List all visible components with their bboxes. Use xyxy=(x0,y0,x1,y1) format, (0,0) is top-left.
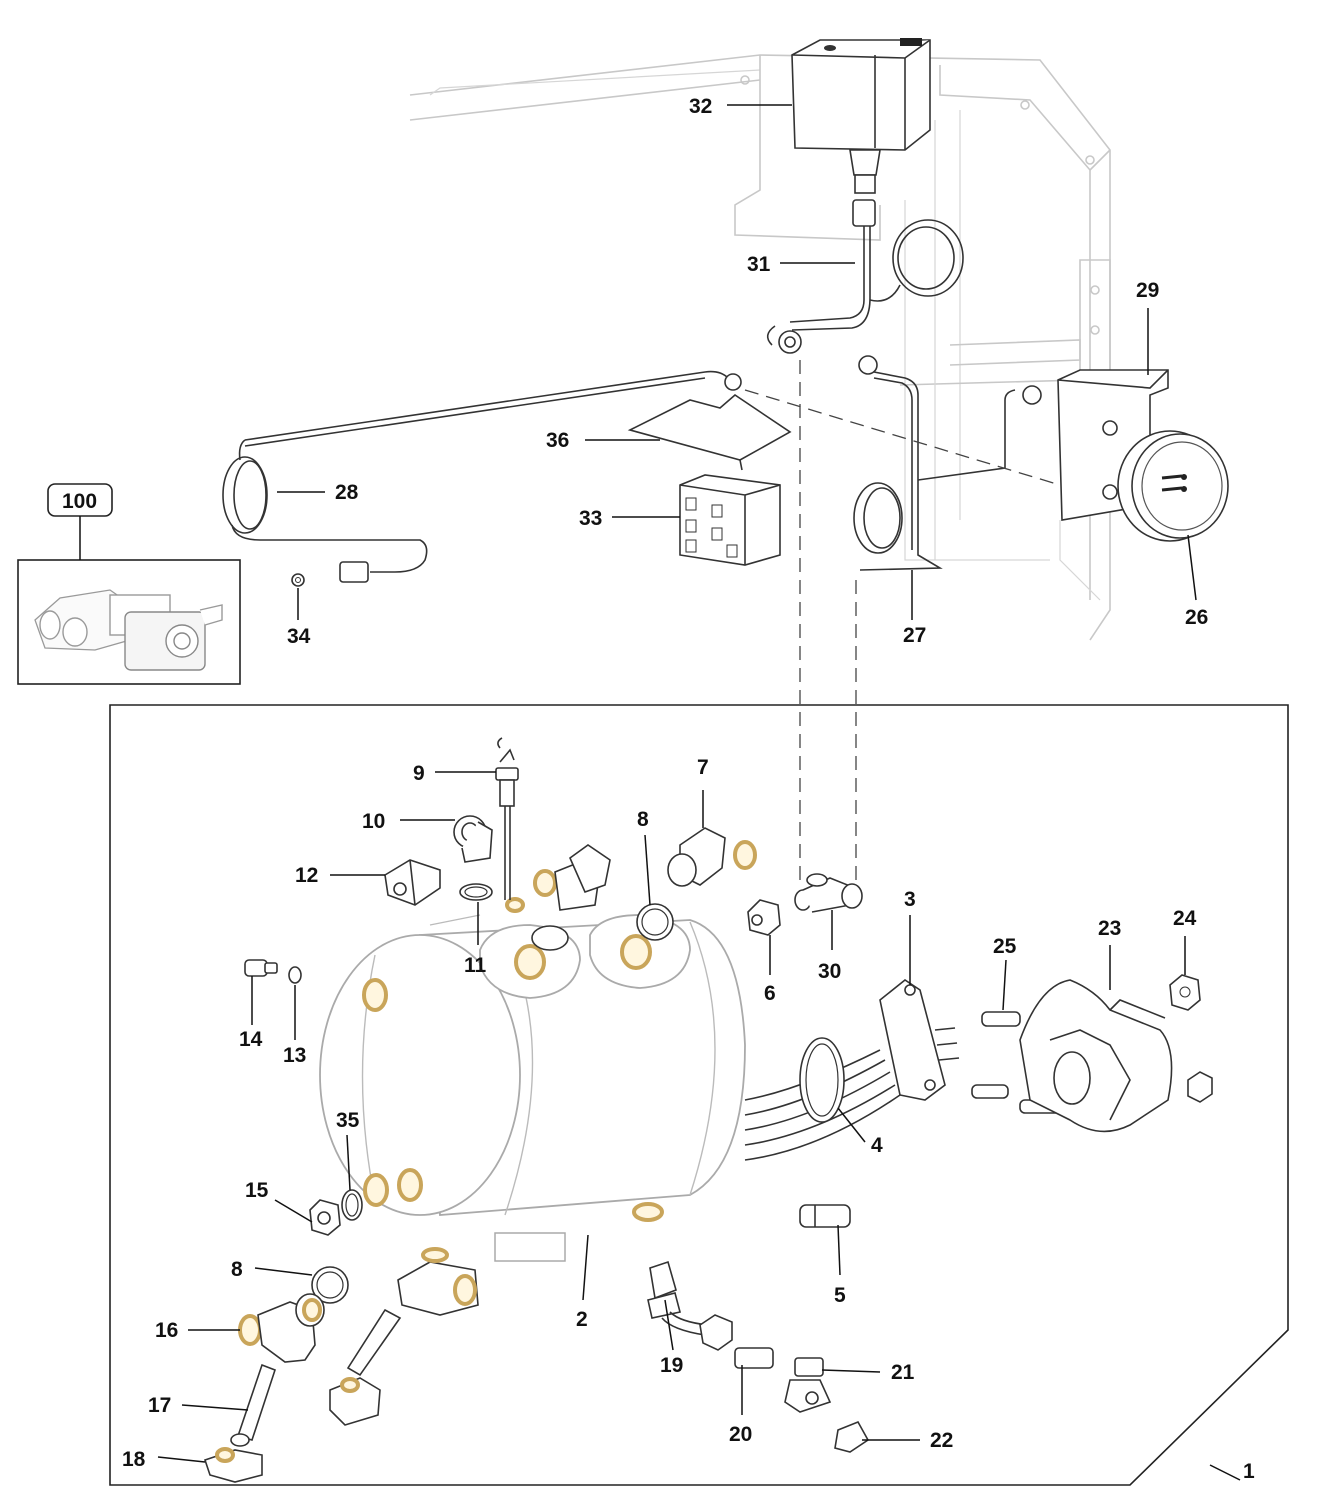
callout-16: 16 xyxy=(155,1319,178,1342)
callout-33: 33 xyxy=(579,507,602,530)
callout-27: 27 xyxy=(903,624,926,647)
callout-22: 22 xyxy=(930,1429,953,1452)
pressure-switch xyxy=(791,38,931,194)
callout-18: 18 xyxy=(122,1448,146,1471)
callout-5: 5 xyxy=(834,1284,846,1307)
callout-15: 15 xyxy=(245,1179,269,1202)
gauge-capillary-pipe xyxy=(222,370,742,583)
callout-29: 29 xyxy=(1136,279,1159,302)
pressure-gauge xyxy=(1117,430,1229,542)
callout-14: 14 xyxy=(239,1028,263,1051)
insulation-sheet xyxy=(627,393,792,461)
callout-19: 19 xyxy=(660,1354,683,1377)
bent-pipe xyxy=(853,355,1042,571)
callout-17: 17 xyxy=(148,1394,171,1417)
callout-36: 36 xyxy=(546,429,569,452)
boiler-nut xyxy=(309,1199,341,1236)
straight-fitting xyxy=(799,1204,851,1228)
boiler-seal xyxy=(514,944,546,980)
boiler-seal xyxy=(632,1202,664,1222)
lock-washer xyxy=(288,966,302,984)
callout-labels: 1 2 3 4 5 6 7 8 8 9 10 11 12 13 14 15 16… xyxy=(62,95,1255,1483)
callout-35: 35 xyxy=(336,1109,360,1132)
boiler-seal xyxy=(397,1168,423,1202)
callout-23: 23 xyxy=(1098,917,1121,940)
callout-32: 32 xyxy=(689,95,712,118)
callout-4: 4 xyxy=(871,1134,883,1157)
callout-13: 13 xyxy=(283,1044,306,1067)
callout-7: 7 xyxy=(697,756,709,779)
callout-3: 3 xyxy=(904,888,916,911)
callout-10: 10 xyxy=(362,810,385,833)
screw xyxy=(244,959,278,977)
callout-2: 2 xyxy=(576,1308,588,1331)
valve-assembly-inset xyxy=(17,483,241,685)
boiler-seal xyxy=(362,978,388,1012)
callout-11: 11 xyxy=(464,954,487,977)
compression-nut xyxy=(384,859,441,906)
boiler-drain-fittings xyxy=(329,1247,479,1426)
callout-100: 100 xyxy=(62,490,97,513)
outlet-pipe xyxy=(647,1260,733,1351)
callout-30: 30 xyxy=(818,960,841,983)
callout-12: 12 xyxy=(295,864,318,887)
heating-element xyxy=(744,979,960,1161)
boiler-seal xyxy=(620,934,652,970)
small-connector xyxy=(834,1420,870,1453)
dome-fittings xyxy=(531,844,611,951)
callout-25: 25 xyxy=(993,935,1017,958)
angle-fitting xyxy=(667,827,757,887)
relay xyxy=(679,474,781,566)
ball-valve xyxy=(784,1357,832,1413)
elbow-fitting xyxy=(453,815,493,863)
callout-8-bottom: 8 xyxy=(231,1258,243,1281)
element-gasket xyxy=(799,1037,845,1123)
machine-frame-outline xyxy=(409,54,1111,641)
boiler-seal xyxy=(363,1173,389,1207)
callout-26: 26 xyxy=(1185,606,1208,629)
callout-21: 21 xyxy=(891,1361,915,1384)
callout-31: 31 xyxy=(747,253,771,276)
callout-1: 1 xyxy=(1243,1460,1255,1483)
callout-28: 28 xyxy=(335,481,359,504)
level-probe xyxy=(495,737,519,900)
small-nut xyxy=(747,899,781,936)
boiler-seal xyxy=(505,897,525,913)
callout-20: 20 xyxy=(729,1423,752,1446)
callout-34: 34 xyxy=(287,625,311,648)
coiled-siphon-pipe xyxy=(766,199,964,354)
callout-9: 9 xyxy=(413,762,425,785)
boiler-assembly-frame xyxy=(109,704,1289,1486)
stud-bolt xyxy=(981,1011,1021,1027)
callout-24: 24 xyxy=(1173,907,1197,930)
reducer-fitting xyxy=(734,1347,774,1369)
callout-6: 6 xyxy=(764,982,776,1005)
drain-elbow xyxy=(238,1293,325,1363)
element-cover xyxy=(1019,979,1173,1133)
drain-tube xyxy=(203,1363,276,1483)
callout-8-top: 8 xyxy=(637,808,649,831)
leader-lines xyxy=(157,104,1241,1481)
tee-fitting xyxy=(794,873,863,913)
